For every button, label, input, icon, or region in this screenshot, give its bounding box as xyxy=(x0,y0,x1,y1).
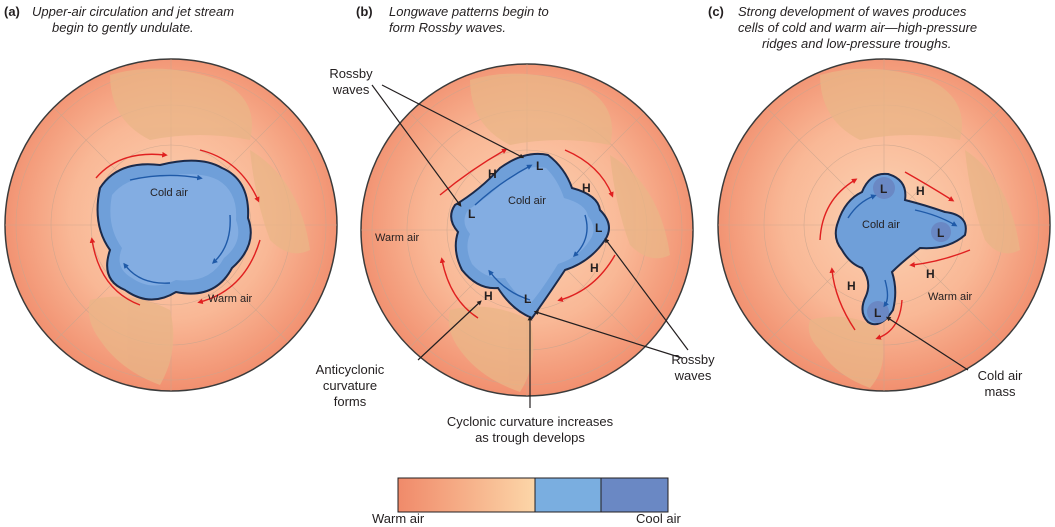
anno-line: Cyclonic curvature increases xyxy=(446,414,614,429)
cold-air-label: Cold air xyxy=(150,187,188,199)
warm-air-label: Warm air xyxy=(928,291,973,303)
anticyclonic-label: Anticyclonic curvature forms xyxy=(302,362,398,410)
cold-flow-arrow xyxy=(474,164,533,206)
high-pressure-marker: H xyxy=(926,267,935,281)
anno-line: forms xyxy=(333,394,367,409)
leader-line xyxy=(885,316,969,371)
low-pressure-marker: L xyxy=(524,292,531,306)
cyclonic-label: Cyclonic curvature increases as trough d… xyxy=(420,414,640,446)
low-pressure-marker: L xyxy=(595,221,602,235)
warm-flow-arrow xyxy=(875,299,903,340)
panel-b-letter: (b) xyxy=(356,4,373,19)
cold-flow-arrow xyxy=(914,209,958,227)
warm-flow-arrow xyxy=(904,171,955,202)
rossby-waves-label-top: Rossby waves xyxy=(318,66,384,98)
cold-air-mass xyxy=(834,172,967,326)
panel-b-caption: Longwave patterns begin to form Rossby w… xyxy=(389,4,649,36)
high-pressure-marker: H xyxy=(488,167,497,181)
rossby-waves-label-right: Rossby waves xyxy=(660,352,726,384)
high-pressure-marker: H xyxy=(847,279,856,293)
panel-c-caption: Strong development of waves produces cel… xyxy=(738,4,1038,52)
high-pressure-marker: H xyxy=(582,181,591,195)
anno-line: Anticyclonic xyxy=(315,362,385,377)
cold-flow-arrow xyxy=(847,194,877,219)
high-pressure-marker: H xyxy=(484,289,493,303)
land-masses xyxy=(88,68,310,385)
caption-line: begin to gently undulate. xyxy=(52,20,194,35)
cold-flow-arrow xyxy=(883,279,889,308)
legend-left-label: Warm air xyxy=(372,511,425,526)
high-pressure-marker: H xyxy=(590,261,599,275)
warm-flow-arrow xyxy=(829,267,856,331)
cold-flow-arrow xyxy=(573,214,588,257)
warm-flow-arrow xyxy=(95,151,168,179)
anno-line: Rossby xyxy=(671,352,715,367)
warm-flow-arrow xyxy=(564,149,614,198)
low-pressure-marker: L xyxy=(880,182,887,196)
cold-air-mass-label: Cold air mass xyxy=(965,368,1035,400)
caption-line: Longwave patterns begin to xyxy=(389,4,549,19)
cold-air-label: Cold air xyxy=(862,219,900,231)
high-pressure-marker: H xyxy=(916,184,925,198)
cold-flow-arrow xyxy=(129,174,203,181)
caption-line: Strong development of waves produces xyxy=(738,4,967,19)
caption-line: Upper-air circulation and jet stream xyxy=(32,4,235,19)
warm-air-label: Warm air xyxy=(375,232,420,244)
cold-air-core xyxy=(464,167,594,304)
caption-line: ridges and low-pressure troughs. xyxy=(762,36,952,51)
anno-line: Cold air xyxy=(977,368,1023,383)
warm-air-label: Warm air xyxy=(208,293,253,305)
land-masses xyxy=(808,68,1020,388)
warm-flow-arrow xyxy=(439,148,508,196)
cold-flow-arrow xyxy=(488,269,531,301)
anno-line: Rossby xyxy=(329,66,373,81)
anno-line: waves xyxy=(332,82,370,97)
legend-right-label: Cool air xyxy=(636,511,681,526)
cold-cell xyxy=(873,177,895,199)
caption-line: form Rossby waves. xyxy=(389,20,507,35)
anno-line: waves xyxy=(674,368,712,383)
warm-flow-arrow xyxy=(197,239,261,304)
panel-c-letter: (c) xyxy=(708,4,724,19)
warm-flow-arrow xyxy=(199,149,260,203)
globe-a: Cold air Warm air xyxy=(4,58,338,392)
anno-line: as trough develops xyxy=(475,430,585,445)
low-pressure-marker: L xyxy=(937,226,944,240)
land-masses xyxy=(448,73,670,392)
anno-line: mass xyxy=(984,384,1016,399)
cold-air-label: Cold air xyxy=(508,195,546,207)
warm-flow-arrow xyxy=(439,257,479,319)
warm-flow-arrow xyxy=(819,178,858,241)
low-pressure-marker: L xyxy=(874,306,881,320)
cold-cell xyxy=(931,222,951,242)
warm-flow-arrow xyxy=(909,249,971,268)
cold-flow-arrow xyxy=(211,214,231,264)
cold-air-core xyxy=(110,174,239,286)
warm-flow-arrow xyxy=(557,254,616,302)
caption-line: cells of cold and warm air—high-pressure xyxy=(738,20,978,35)
leader-lines xyxy=(371,84,689,408)
low-pressure-marker: L xyxy=(536,159,543,173)
cold-flow-arrow xyxy=(123,262,171,284)
globe-c: Cold air Warm air L L L H H H xyxy=(717,58,1051,392)
warm-flow-arrow xyxy=(89,237,141,306)
panel-a-letter: (a) xyxy=(4,4,20,19)
legend-bar xyxy=(397,477,669,513)
panel-a-caption: Upper-air circulation and jet stream beg… xyxy=(32,4,292,36)
globe-b: Cold air Warm air L L L L H H H H xyxy=(360,63,694,408)
anno-line: curvature xyxy=(322,378,378,393)
low-pressure-marker: L xyxy=(468,207,475,221)
